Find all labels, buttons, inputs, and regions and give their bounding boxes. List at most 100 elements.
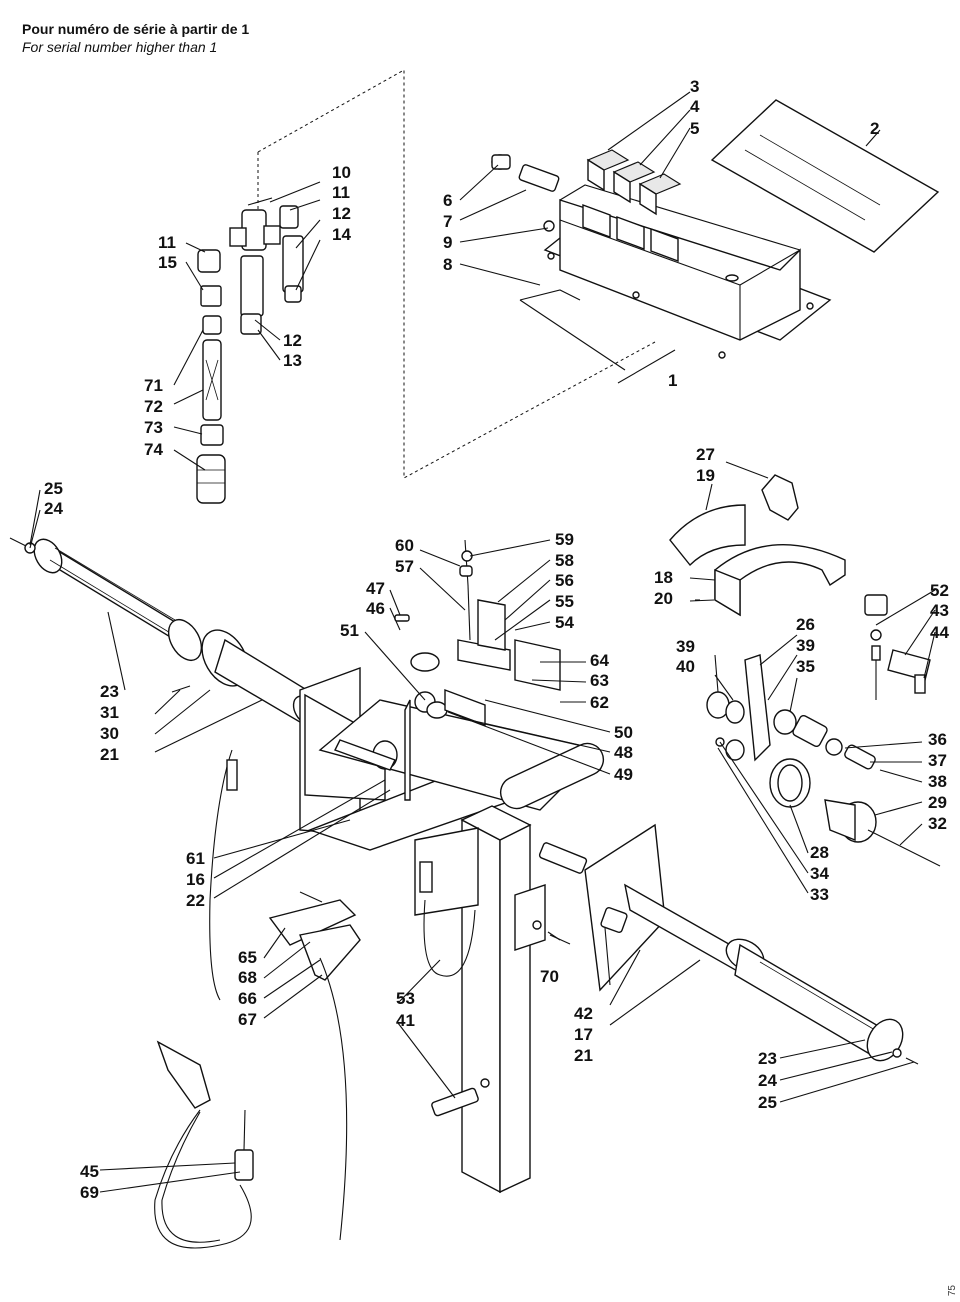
callout-43: 43 <box>930 601 949 620</box>
callout-29: 29 <box>928 793 947 812</box>
callout-58: 58 <box>555 551 574 570</box>
callout-21b: 21 <box>574 1046 593 1065</box>
callout-57: 57 <box>395 557 414 576</box>
callout-1: 1 <box>668 371 677 390</box>
callout-69: 69 <box>80 1183 99 1202</box>
callout-51: 51 <box>340 621 359 640</box>
callout-41: 41 <box>396 1011 415 1030</box>
callout-48: 48 <box>614 743 633 762</box>
callout-9: 8 <box>443 255 452 274</box>
cable-routing <box>209 749 476 1001</box>
hinge-bracket <box>864 594 931 700</box>
callout-36: 36 <box>928 730 947 749</box>
callout-28: 28 <box>810 843 829 862</box>
header-french: Pour numéro de série à partir de 1 <box>22 21 250 37</box>
callout-4: 4 <box>690 97 700 116</box>
callout-3: 3 <box>690 77 699 96</box>
spring-assembly <box>706 654 941 867</box>
pneumatic-fittings <box>196 197 304 504</box>
callout-61: 61 <box>186 849 205 868</box>
right-handle <box>532 823 919 1065</box>
callout-53: 53 <box>396 989 415 1008</box>
callout-numbers: 1 2 3 4 5 6 7 9 8 10 11 12 14 11 15 12 1… <box>44 77 949 1202</box>
callout-16: 16 <box>186 870 205 889</box>
callout-25a: 25 <box>44 479 63 498</box>
callout-71: 71 <box>144 376 163 395</box>
callout-39a: 39 <box>676 637 695 656</box>
callout-23a: 23 <box>100 682 119 701</box>
callout-33: 33 <box>810 885 829 904</box>
callout-68: 68 <box>238 968 257 987</box>
callout-15: 15 <box>158 253 177 272</box>
callout-19: 19 <box>696 466 715 485</box>
callout-64: 64 <box>590 651 609 670</box>
callout-35: 35 <box>796 657 815 676</box>
callout-46: 46 <box>366 599 385 618</box>
callout-21a: 21 <box>100 745 119 764</box>
callout-74: 74 <box>144 440 163 459</box>
callout-38: 38 <box>928 772 947 791</box>
callout-20: 20 <box>654 589 673 608</box>
diagram-header: Pour numéro de série à partir de 1 For s… <box>22 20 249 56</box>
leader-lines <box>29 91 936 1193</box>
callout-12b: 12 <box>283 331 302 350</box>
callout-72: 72 <box>144 397 163 416</box>
callout-59: 59 <box>555 530 574 549</box>
pilot-lamp <box>491 154 560 192</box>
callout-25b: 25 <box>758 1093 777 1112</box>
callout-17: 17 <box>574 1025 593 1044</box>
callout-32: 32 <box>928 814 947 833</box>
callout-45: 45 <box>80 1162 99 1181</box>
callout-12a: 12 <box>332 204 351 223</box>
rocker-switches <box>586 149 682 216</box>
callout-70: 70 <box>540 967 559 986</box>
callout-66: 66 <box>238 989 257 1008</box>
callout-65: 65 <box>238 948 257 967</box>
callout-2: 2 <box>870 119 879 138</box>
callout-39b: 39 <box>796 636 815 655</box>
header-english: For serial number higher than 1 <box>22 39 218 55</box>
callout-26: 26 <box>796 615 815 634</box>
callout-13: 13 <box>283 351 302 370</box>
callout-56: 56 <box>555 571 574 590</box>
callout-27: 27 <box>696 445 715 464</box>
callout-24b: 24 <box>758 1071 777 1090</box>
pedal-lever <box>268 891 361 1241</box>
callout-24a: 24 <box>44 499 63 518</box>
left-handle <box>9 537 318 727</box>
callout-7: 7 <box>443 212 452 231</box>
callout-63: 63 <box>590 671 609 690</box>
vertical-post <box>414 805 588 1194</box>
callout-5: 5 <box>690 119 699 138</box>
callout-60: 60 <box>395 536 414 555</box>
callout-23b: 23 <box>758 1049 777 1068</box>
callout-42: 42 <box>574 1004 593 1023</box>
callout-50: 50 <box>614 723 633 742</box>
callout-62: 62 <box>590 693 609 712</box>
dotted-connection-frame <box>257 69 656 479</box>
callout-22: 22 <box>186 891 205 910</box>
callout-47: 47 <box>366 579 385 598</box>
callout-55: 55 <box>555 592 574 611</box>
callout-49: 49 <box>614 765 633 784</box>
callout-31: 31 <box>100 703 119 722</box>
label-sheet <box>710 99 940 253</box>
callout-52: 52 <box>930 581 949 600</box>
callout-6: 6 <box>443 191 452 210</box>
callout-18: 18 <box>654 568 673 587</box>
control-box-drawing <box>491 99 940 371</box>
callout-40: 40 <box>676 657 695 676</box>
callout-11b: 11 <box>158 233 176 252</box>
callout-67: 67 <box>238 1010 257 1029</box>
callout-14: 14 <box>332 225 351 244</box>
callout-11a: 11 <box>332 183 350 202</box>
callout-10: 10 <box>332 163 351 182</box>
callout-73: 73 <box>144 418 163 437</box>
callout-34: 34 <box>810 864 829 883</box>
callout-37: 37 <box>928 751 947 770</box>
callout-44: 44 <box>930 623 949 642</box>
page-reference: 75 <box>947 1284 958 1296</box>
callout-8: 9 <box>443 233 452 252</box>
callout-54: 54 <box>555 613 574 632</box>
